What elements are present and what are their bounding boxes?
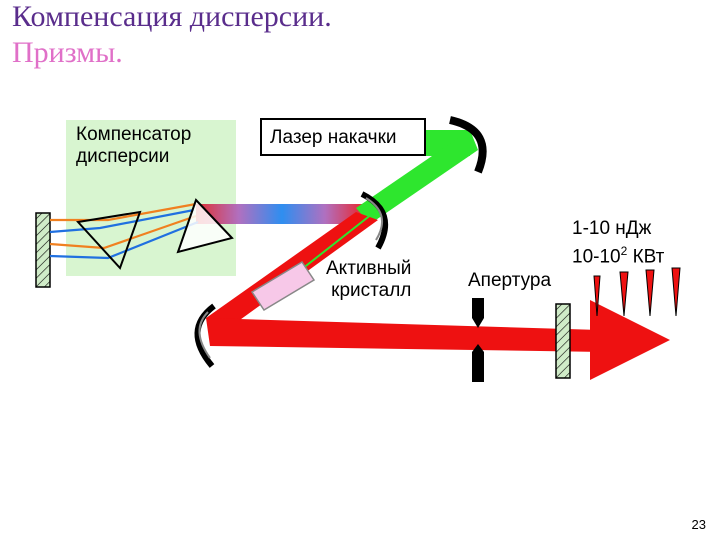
page-number: 23: [691, 517, 706, 532]
prism-rays: [49, 202, 199, 260]
aperture: [472, 298, 484, 382]
pump-laser-label: Лазер накачки: [270, 127, 397, 148]
compensator-label: Компенсатор дисперсии: [76, 124, 192, 167]
active-crystal: [250, 260, 316, 312]
aperture-label: Апертура: [468, 270, 552, 291]
output-coupler: [555, 303, 571, 379]
pulse-train: [593, 267, 681, 317]
pump-beam-diagonal: [356, 130, 478, 224]
pulse-parameters: 1-10 нДж 10-102 КВт: [572, 218, 664, 268]
folding-mirror: [360, 191, 389, 250]
compensator-region: [66, 120, 236, 276]
pump-laser-box: Лазер накачки: [260, 118, 426, 156]
lower-mirror: [194, 303, 216, 368]
crystal-label: Активный кристалл: [326, 258, 412, 301]
end-mirror-left: [35, 212, 51, 288]
slide-title-line1: Компенсация дисперсии.: [12, 0, 332, 33]
output-beam: [206, 318, 604, 352]
prism-2: [176, 198, 234, 254]
energy-value: 1-10 нДж: [572, 218, 652, 239]
power-value: 10-102 КВт: [572, 244, 665, 268]
slide-title-line2: Призмы.: [12, 36, 123, 69]
pump-mirror: [448, 116, 487, 174]
prism-1: [76, 210, 142, 270]
dispersed-beam: [196, 204, 368, 224]
